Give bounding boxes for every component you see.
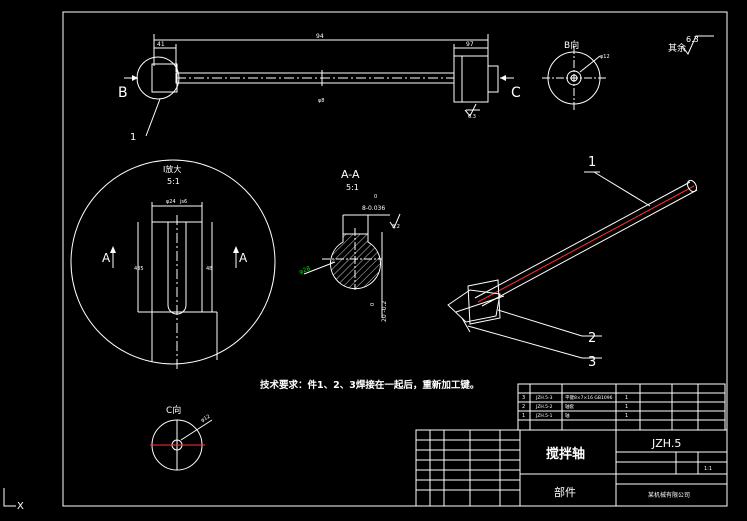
cut-a-right: A [239, 251, 248, 265]
parts-row-name: 平键8×7×16 GB1096 [565, 394, 613, 401]
view-c-title: C向 [166, 404, 181, 416]
ucs-x-label: X [17, 501, 24, 512]
title-block [415, 383, 728, 507]
drawing-code: JZH.5 [651, 437, 681, 450]
ucs-icon [3, 488, 16, 507]
detail-dim-js: js6 [179, 199, 187, 205]
isometric-view [447, 171, 698, 359]
company-name: 某机械有限公司 [648, 491, 690, 499]
title-scale: 1:1 [704, 466, 712, 472]
section-tol-top: 8-0.036 [362, 205, 385, 212]
roughness-main: 6.3 [468, 114, 476, 120]
parts-row-qty: 1 [625, 395, 628, 401]
view-b-marker: B [118, 85, 128, 101]
view-c [150, 419, 213, 471]
dim-left-hub: 41 [157, 41, 165, 48]
rest-roughness-label: 其余 [668, 42, 686, 54]
cut-a-left: A [102, 251, 111, 265]
view-b-dim: φ12 [600, 54, 610, 60]
iso-callout-1: 1 [588, 155, 596, 170]
section-dia: φ28 [298, 265, 312, 276]
parts-row-code: JZH.5-1 [535, 413, 553, 419]
dim-right-hub: 97 [466, 41, 474, 48]
detail-scale: 5:1 [167, 177, 180, 186]
iso-callout-3: 3 [588, 355, 596, 370]
section-tol-top0: 0 [374, 194, 377, 200]
rest-roughness-symbol [681, 35, 714, 55]
parts-row-qty: 1 [625, 413, 628, 419]
view-b [542, 46, 606, 110]
iso-callout-2: 2 [588, 331, 596, 346]
parts-row-no: 1 [522, 413, 525, 419]
view-c-marker: C [511, 85, 521, 101]
parts-row-name: 轴 [565, 412, 570, 419]
part-name: 搅拌轴 [546, 446, 585, 462]
parts-row-name: 轴套 [565, 403, 574, 410]
section-tol-bot0: 0 [370, 303, 376, 306]
section-title: A-A [341, 168, 360, 181]
section-scale: 5:1 [346, 183, 359, 192]
drawing-border [62, 11, 728, 507]
parts-row-no: 2 [522, 404, 525, 410]
view-c-dim: φ12 [200, 414, 211, 424]
parts-row-qty: 1 [625, 404, 628, 410]
view-b-title: B向 [564, 39, 579, 51]
detail-dim-right: 48 [206, 266, 212, 272]
parts-row-code: JZH.5-2 [535, 404, 553, 410]
technical-requirements: 技术要求：件1、2、3焊接在一起后，重新加工键。 [260, 379, 479, 391]
shaft-front-view [124, 34, 514, 137]
parts-row-no: 3 [522, 395, 525, 401]
detail-title: I放大 [163, 164, 181, 174]
dim-shaft-dia: φ8 [318, 98, 324, 104]
parts-row-code: JZH.5-3 [535, 395, 553, 401]
section-roughness: 3.2 [392, 224, 400, 230]
section-a-a [303, 213, 401, 318]
detail-dim-phi: φ24 [166, 199, 176, 205]
rest-roughness-value: 6.3 [686, 35, 699, 44]
detail-dim-left: 435 [134, 266, 144, 272]
leader-label-1: 1 [130, 132, 136, 143]
section-tol-bot: 20 -0.2 [381, 301, 388, 322]
detail-view-i [70, 159, 276, 372]
dim-overall-length: 94 [316, 33, 324, 40]
assembly-type: 部件 [554, 485, 576, 499]
